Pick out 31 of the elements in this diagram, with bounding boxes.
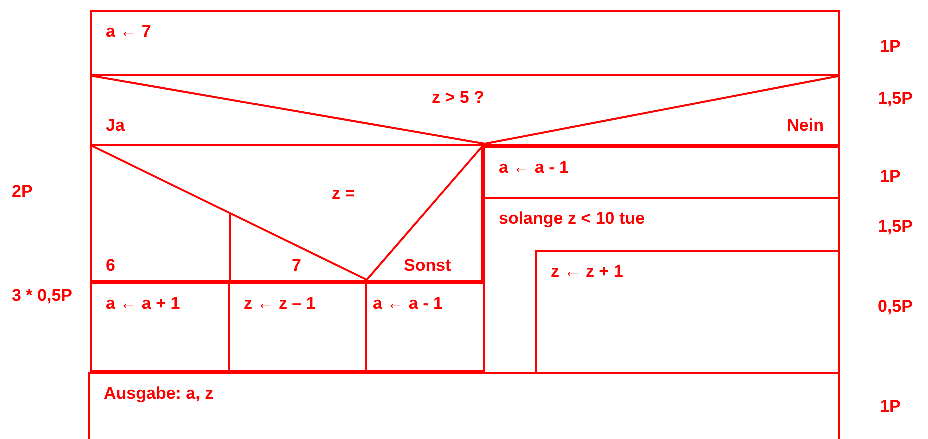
process-block [90,282,230,372]
case-value: 6 [106,256,116,276]
points-label: 1P [880,396,901,418]
points-label: 0,5P [878,296,913,318]
points-label: 1P [880,166,901,188]
statement-text: Ausgabe: a, z [104,384,214,404]
process-block [365,282,485,372]
statement-text: a ← 7 [106,22,152,42]
case-value: Sonst [404,256,452,276]
condition-text: z = [332,184,356,204]
process-block [483,146,840,199]
branch-label: Ja [106,116,125,136]
condition-text: z > 5 ? [432,88,484,108]
statement-text: a ← a + 1 [106,294,180,314]
points-label: 1,5P [878,216,913,238]
points-label: 1P [880,36,901,58]
process-block [88,372,840,439]
points-label: 1,5P [878,88,913,110]
points-label: 2P [12,181,33,203]
statement-text: z ← z – 1 [244,294,316,314]
process-block [228,282,367,372]
process-block [90,10,840,76]
statement-text: a ← a - 1 [499,158,569,178]
branch-label: Nein [787,116,824,136]
case-value: 7 [292,256,302,276]
statement-text: a ← a - 1 [373,294,443,314]
loop-block [483,197,840,374]
statement-text: solange z < 10 tue [499,209,645,229]
points-label: 3 * 0,5P [12,285,74,307]
loop-body-block [535,250,840,374]
statement-text: z ← z + 1 [551,262,624,282]
